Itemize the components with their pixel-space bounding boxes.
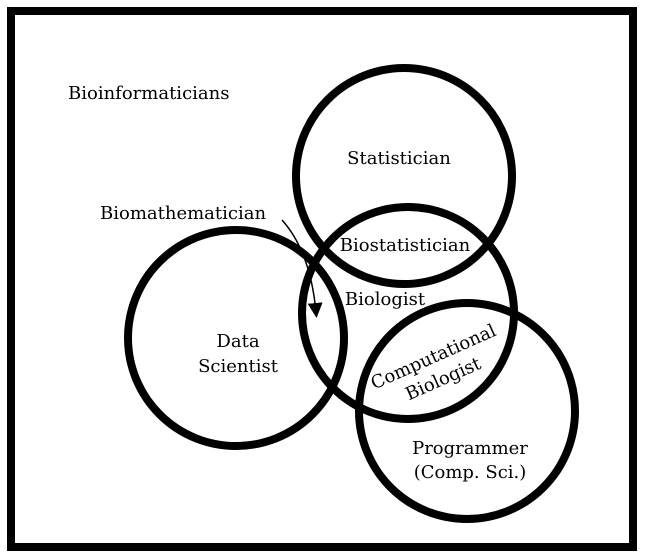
biomathematician-arrow	[281, 219, 323, 318]
data-scientist-circle	[124, 226, 348, 450]
bioinformaticians-label: Bioinformaticians	[68, 83, 229, 104]
statistician-circle	[292, 64, 516, 288]
programmer-label-line1: Programmer	[412, 438, 528, 459]
statistician-label: Statistician	[347, 148, 451, 169]
biomathematician-label: Biomathematician	[100, 203, 266, 224]
biostatistician-label: Biostatistician	[340, 235, 471, 256]
programmer-label-line2: (Comp. Sci.)	[414, 462, 527, 483]
biologist-label: Biologist	[345, 289, 426, 310]
programmer-circle	[355, 299, 579, 523]
data-scientist-label-line1: Data	[216, 331, 259, 352]
data-scientist-label-line2: Scientist	[198, 356, 279, 377]
